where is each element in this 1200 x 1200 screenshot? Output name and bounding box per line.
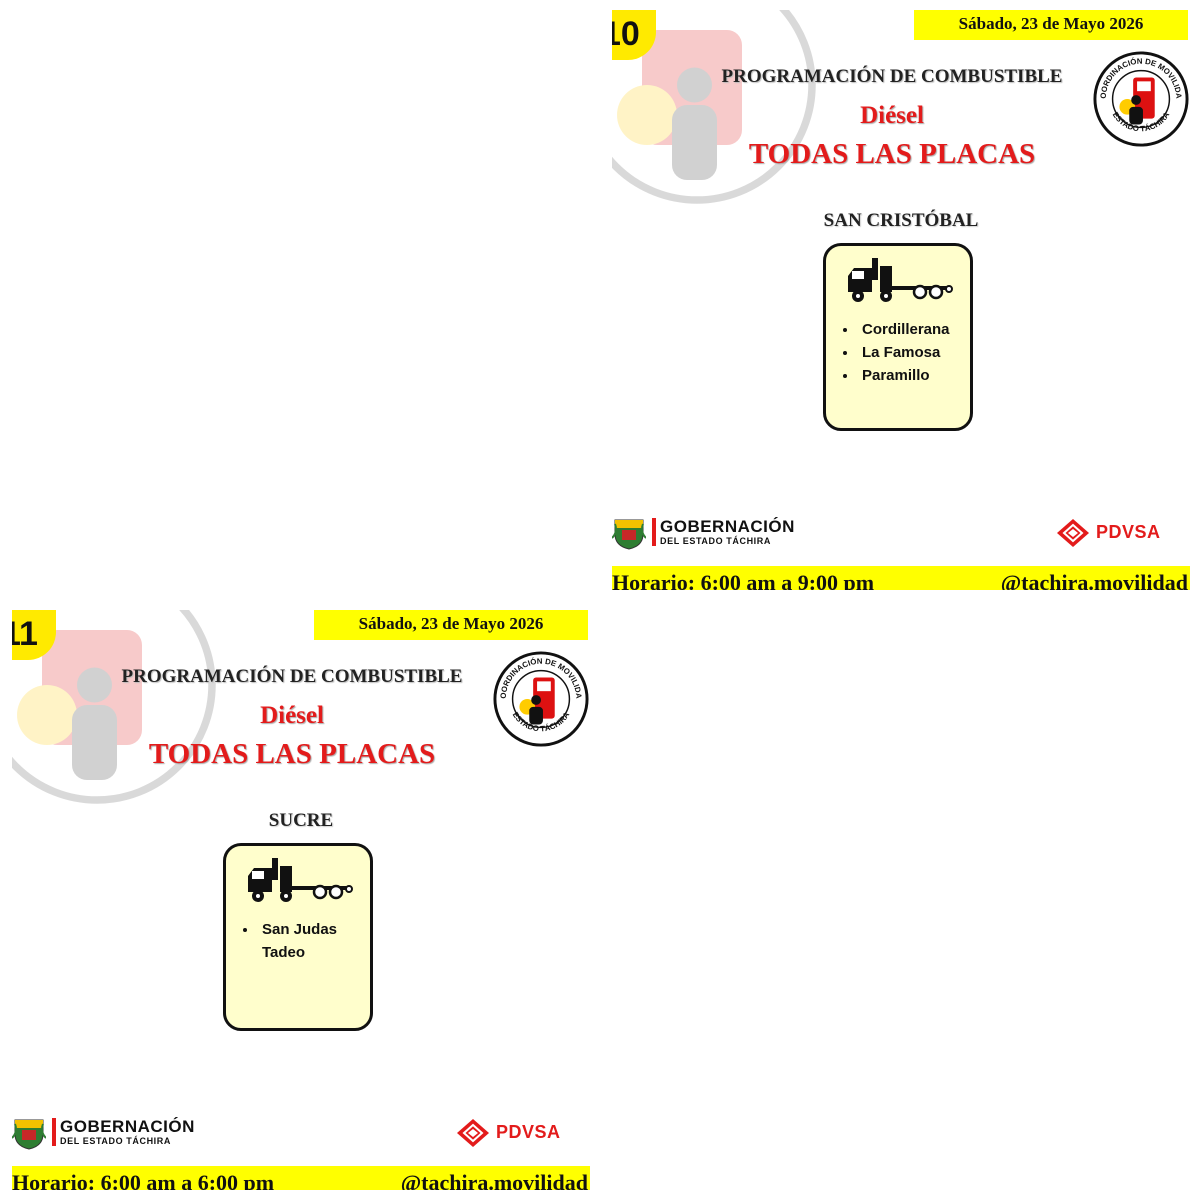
social-handle: @tachira.movilidad xyxy=(400,1170,588,1190)
fuel-schedule-card: 11 Sábado, 23 de Mayo 2026 PROGRAMACIÓN … xyxy=(12,610,590,1190)
pdvsa-sun-icon xyxy=(1057,519,1089,547)
gob-divider xyxy=(52,1118,56,1146)
stations-list: San Judas Tadeo xyxy=(236,918,370,964)
municipality-heading: SUCRE xyxy=(268,810,334,831)
gob-line2: DEL ESTADO TÁCHIRA xyxy=(60,1136,171,1146)
pdvsa-sun-icon xyxy=(457,1119,489,1147)
gob-line2: DEL ESTADO TÁCHIRA xyxy=(660,536,771,546)
footer-logos: GOBERNACIÓN DEL ESTADO TÁCHIRA PDVSA xyxy=(612,510,1190,550)
municipality-heading: SAN CRISTÓBAL xyxy=(823,210,979,231)
fuel-type: Diésel xyxy=(260,702,324,729)
hours-banner: Horario: 6:00 am a 9:00 pm @tachira.movi… xyxy=(612,566,1190,590)
fuel-schedule-card: 10 Sábado, 23 de Mayo 2026 PROGRAMACIÓN … xyxy=(612,10,1190,590)
list-item: San Judas Tadeo xyxy=(258,918,370,964)
card-number-badge: 10 xyxy=(612,10,656,60)
gob-line1: GOBERNACIÓN xyxy=(660,517,795,536)
movilidad-watermark-icon xyxy=(612,10,816,204)
tachira-shield-icon xyxy=(12,1119,46,1150)
list-item: La Famosa xyxy=(858,341,970,364)
list-item: Paramillo xyxy=(858,364,970,387)
tachira-shield-icon xyxy=(612,519,646,550)
pdvsa-text: PDVSA xyxy=(496,1122,561,1142)
movilidad-seal-icon: COORDINACIÓN DE MOVILIDAD ESTADO TÁCHIRA xyxy=(492,650,589,747)
stations-list: Cordillerana La Famosa Paramillo xyxy=(836,318,970,387)
pdvsa-text: PDVSA xyxy=(1096,522,1161,542)
gobernacion-logo: GOBERNACIÓN DEL ESTADO TÁCHIRA xyxy=(60,1118,195,1147)
stations-box: San Judas Tadeo xyxy=(223,843,373,1031)
card-number-badge: 11 xyxy=(12,610,56,660)
footer-logos: GOBERNACIÓN DEL ESTADO TÁCHIRA PDVSA xyxy=(12,1110,590,1150)
hours-text: Horario: 6:00 am a 6:00 pm xyxy=(12,1170,275,1190)
plates-label: TODAS LAS PLACAS xyxy=(748,138,1036,170)
pdvsa-logo: PDVSA xyxy=(456,1118,582,1148)
truck-icon xyxy=(248,858,353,902)
social-handle: @tachira.movilidad xyxy=(1000,570,1188,590)
plates-label: TODAS LAS PLACAS xyxy=(148,738,436,770)
gob-divider xyxy=(652,518,656,546)
movilidad-seal-icon: COORDINACIÓN DE MOVILIDAD ESTADO TÁCHIRA xyxy=(1092,50,1189,147)
gobernacion-logo: GOBERNACIÓN DEL ESTADO TÁCHIRA xyxy=(660,518,795,547)
program-title: PROGRAMACIÓN DE COMBUSTIBLE xyxy=(121,666,463,687)
movilidad-watermark-icon xyxy=(12,610,216,804)
date-banner: Sábado, 23 de Mayo 2026 xyxy=(314,610,588,640)
program-title: PROGRAMACIÓN DE COMBUSTIBLE xyxy=(721,66,1063,87)
fuel-type: Diésel xyxy=(860,102,924,129)
stations-box: Cordillerana La Famosa Paramillo xyxy=(823,243,973,431)
gob-line1: GOBERNACIÓN xyxy=(60,1117,195,1136)
date-banner: Sábado, 23 de Mayo 2026 xyxy=(914,10,1188,40)
hours-banner: Horario: 6:00 am a 6:00 pm @tachira.movi… xyxy=(12,1166,590,1190)
hours-text: Horario: 6:00 am a 9:00 pm xyxy=(612,570,875,590)
list-item: Cordillerana xyxy=(858,318,970,341)
pdvsa-logo: PDVSA xyxy=(1056,518,1182,548)
truck-icon xyxy=(848,258,953,302)
